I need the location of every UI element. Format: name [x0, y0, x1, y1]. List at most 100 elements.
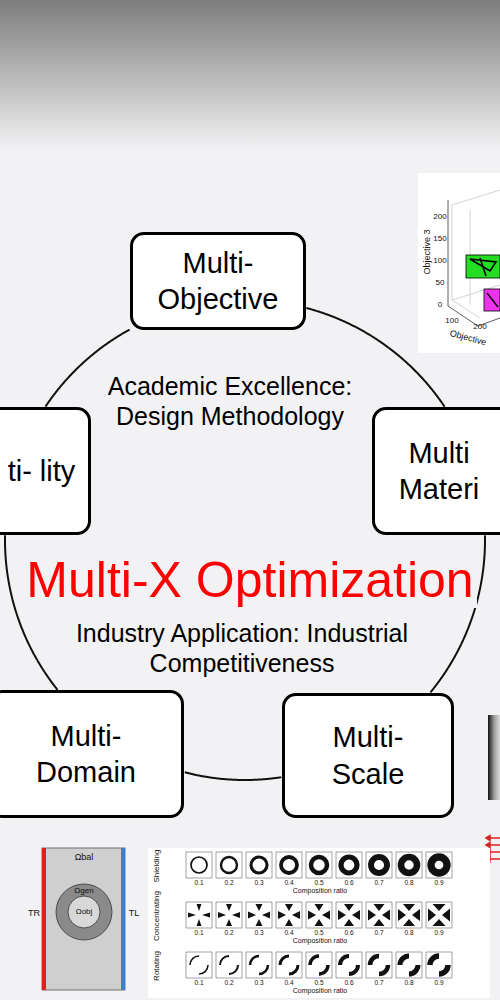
- result-cell: [306, 852, 332, 878]
- shield-ring: [191, 857, 207, 873]
- cell-frame: [306, 902, 332, 928]
- cell-frame: [246, 902, 272, 928]
- axis-label: 0.6: [344, 879, 353, 887]
- rotator-swirl: [310, 956, 328, 974]
- axis-label: 0.7: [374, 979, 383, 987]
- figure-label: Ωobj: [76, 907, 93, 917]
- pareto-patch-green: [466, 255, 500, 278]
- axis-label: 0.1: [194, 879, 203, 887]
- cell-frame: [246, 852, 272, 878]
- figure-label: TL: [129, 908, 140, 919]
- box-label: Multi- Domain: [16, 718, 156, 791]
- concentrator-shape: [368, 904, 390, 926]
- result-cell: [366, 852, 392, 878]
- result-cell: [216, 902, 242, 928]
- result-cell: [276, 852, 302, 878]
- box-label: Multi- Objective: [143, 245, 293, 318]
- shield-ring: [371, 857, 387, 873]
- result-cell: [426, 852, 452, 878]
- note-text: Industry Application: Industrial Competi…: [72, 618, 412, 678]
- cell-frame: [216, 952, 242, 978]
- concentrator-shape: [218, 904, 240, 926]
- title-text: Multi-X Optimization: [23, 552, 476, 608]
- cell-frame: [426, 902, 452, 928]
- rotator-swirl: [340, 956, 358, 974]
- cell-frame: [186, 902, 212, 928]
- concentrator-shape: [308, 904, 330, 926]
- axis-label: 0.9: [434, 879, 443, 887]
- rotator-swirl: [430, 956, 448, 974]
- cell-frame: [336, 852, 362, 878]
- axis-label: 0.4: [284, 879, 293, 887]
- result-cell: [306, 952, 332, 978]
- result-cell: [276, 902, 302, 928]
- process-box: Multi- Objective: [130, 232, 306, 330]
- cell-frame: [306, 852, 332, 878]
- axis-label: 0.7: [374, 879, 383, 887]
- axis-label: 0.3: [254, 979, 263, 987]
- result-cell: [186, 952, 212, 978]
- axis-label: 0.4: [284, 929, 293, 937]
- figure-label: 150: [433, 234, 446, 244]
- figure-label: Objective 3: [422, 229, 433, 274]
- result-cell: [426, 902, 452, 928]
- cell-frame: [186, 852, 212, 878]
- result-cell: [366, 952, 392, 978]
- result-cell: [336, 902, 362, 928]
- cell-frame: [276, 902, 302, 928]
- box-label: Multi Materi: [383, 435, 495, 508]
- shield-ring: [221, 857, 237, 873]
- axis-label: Composition ratio: [293, 887, 347, 895]
- axis-label: 0.8: [404, 979, 413, 987]
- result-cell: [246, 952, 272, 978]
- box-text-group: Multi- Scale: [308, 719, 428, 792]
- figure-label: 0: [438, 300, 442, 310]
- result-cell: [336, 952, 362, 978]
- scale-strip: [488, 715, 500, 800]
- result-cell: [216, 952, 242, 978]
- cell-frame: [216, 852, 242, 878]
- result-cell: [276, 952, 302, 978]
- process-box: Multi- Scale: [282, 693, 454, 818]
- rotator-swirl: [220, 956, 238, 974]
- rotator-swirl: [370, 956, 388, 974]
- axis-label: 0.3: [254, 929, 263, 937]
- pareto-patch-magenta: [484, 289, 500, 311]
- axis-label: 0.5: [314, 929, 323, 937]
- axis-label: 0.1: [194, 979, 203, 987]
- result-cells: [186, 852, 452, 978]
- cycle-connector: [185, 772, 282, 780]
- result-cell: [396, 902, 422, 928]
- result-cell: [246, 852, 272, 878]
- axis-label: 0.8: [404, 879, 413, 887]
- concentrator-shape: [428, 904, 450, 926]
- domain-rect: [42, 848, 125, 990]
- load-arrow: [486, 836, 500, 841]
- diagram-title: Multi-X Optimization: [0, 551, 500, 609]
- axis-label: 0.2: [224, 929, 233, 937]
- rotator-swirl: [400, 956, 418, 974]
- axis-label: 0.5: [314, 979, 323, 987]
- axis-label: 0.2: [224, 879, 233, 887]
- green-shape: [470, 258, 496, 276]
- axis-label: 0.4: [284, 979, 293, 987]
- axis-label: 0.6: [344, 979, 353, 987]
- rotator-swirl: [280, 956, 298, 974]
- shield-ring: [401, 857, 417, 873]
- cell-frame: [396, 902, 422, 928]
- cell-frame: [426, 852, 452, 878]
- process-box: Multi Materi: [372, 407, 500, 535]
- load-arrow: [486, 843, 500, 848]
- cell-frame: [276, 852, 302, 878]
- box-text-group: Multi- Domain: [16, 718, 156, 791]
- shield-ring: [311, 857, 327, 873]
- result-cell: [396, 852, 422, 878]
- cell-frame: [366, 902, 392, 928]
- cell-frame: [366, 852, 392, 878]
- cell-frame: [216, 902, 242, 928]
- rotator-swirl: [250, 956, 268, 974]
- plot-panel: [418, 173, 500, 353]
- result-cell: [186, 852, 212, 878]
- plot-grid: [452, 190, 500, 318]
- results-panel: [148, 848, 490, 998]
